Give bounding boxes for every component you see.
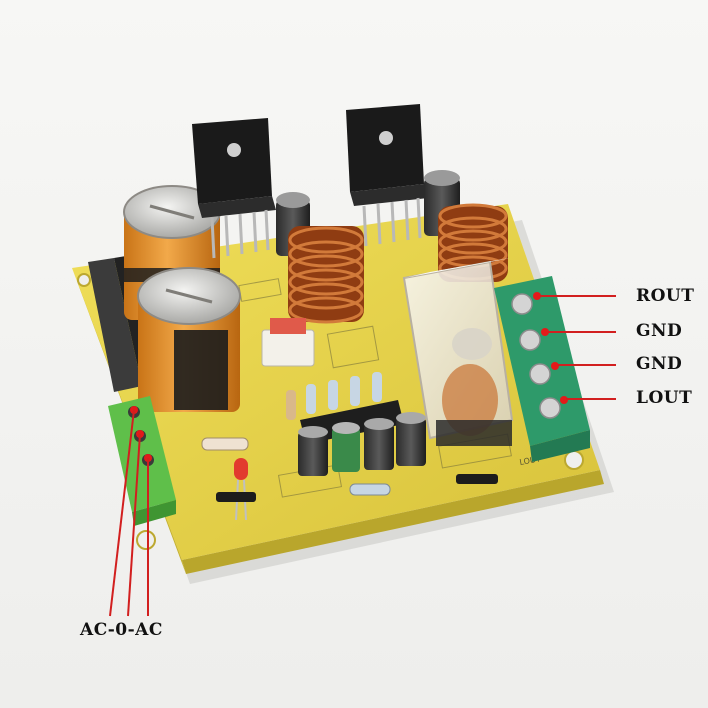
label-lout: LOUT (636, 388, 693, 408)
white-header-connector (261, 318, 315, 367)
electrolytic-capacitor-row (298, 412, 426, 476)
resistor-horizontal (201, 437, 249, 451)
label-gnd-2: GND (636, 354, 683, 374)
ac-input-terminal-block (108, 396, 176, 526)
resistor-bottom (349, 483, 391, 496)
amplifier-ic-left (192, 118, 276, 259)
label-gnd-1: GND (636, 321, 683, 341)
speaker-terminal-block (494, 276, 590, 462)
amplifier-ic-right (346, 104, 428, 247)
output-inductor-left (288, 226, 364, 324)
callout-lines-ac (109, 409, 149, 617)
diode-bottom-right (456, 474, 498, 484)
protection-relay (402, 258, 514, 446)
resistor-row (286, 372, 382, 420)
filter-capacitor-front (137, 267, 241, 412)
diode-bottom-left (216, 492, 256, 502)
label-rout: ROUT (636, 286, 695, 306)
callout-lines-right (540, 295, 616, 400)
label-ac-input: AC-0-AC (80, 620, 163, 640)
